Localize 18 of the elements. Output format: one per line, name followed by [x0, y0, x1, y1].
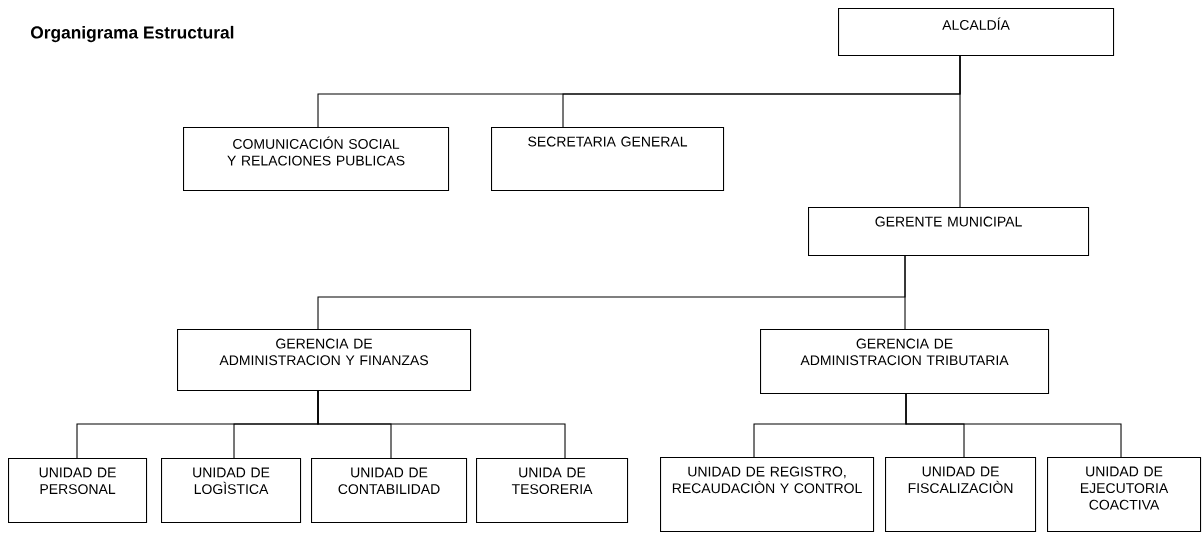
org-box: UNIDAD DE PERSONAL: [8, 458, 148, 524]
connector-line: [959, 55, 961, 208]
org-box: ALCALDÍA: [838, 8, 1115, 57]
org-box: GERENCIA DE ADMINISTRACION Y FINANZAS: [177, 329, 472, 392]
org-box: UNIDAD DE REGISTRO, RECAUDACIÒN Y CONTROL: [660, 457, 875, 533]
org-box: GERENTE MUNICIPAL: [808, 207, 1090, 257]
org-box: COMUNICACIÓN SOCIAL Y RELACIONES PUBLICAS: [183, 127, 450, 192]
connector-line: [905, 393, 1122, 458]
org-box: GERENCIA DE ADMINISTRACION TRIBUTARIA: [760, 329, 1050, 395]
org-box: UNIDAD DE FISCALIZACIÒN: [885, 457, 1037, 533]
org-box: SECRETARIA GENERAL: [491, 127, 725, 192]
title: Organigrama Estructural: [31, 25, 234, 43]
org-box: UNIDAD DE EJECUTORIA COACTIVA: [1047, 457, 1202, 533]
org-box: UNIDA DE TESORERIA: [476, 458, 629, 524]
org-box: UNIDAD DE CONTABILIDAD: [311, 458, 468, 524]
org-box: UNIDAD DE LOGÌSTICA: [161, 458, 302, 524]
connector-line: [317, 390, 566, 459]
connector-line: [904, 255, 906, 330]
